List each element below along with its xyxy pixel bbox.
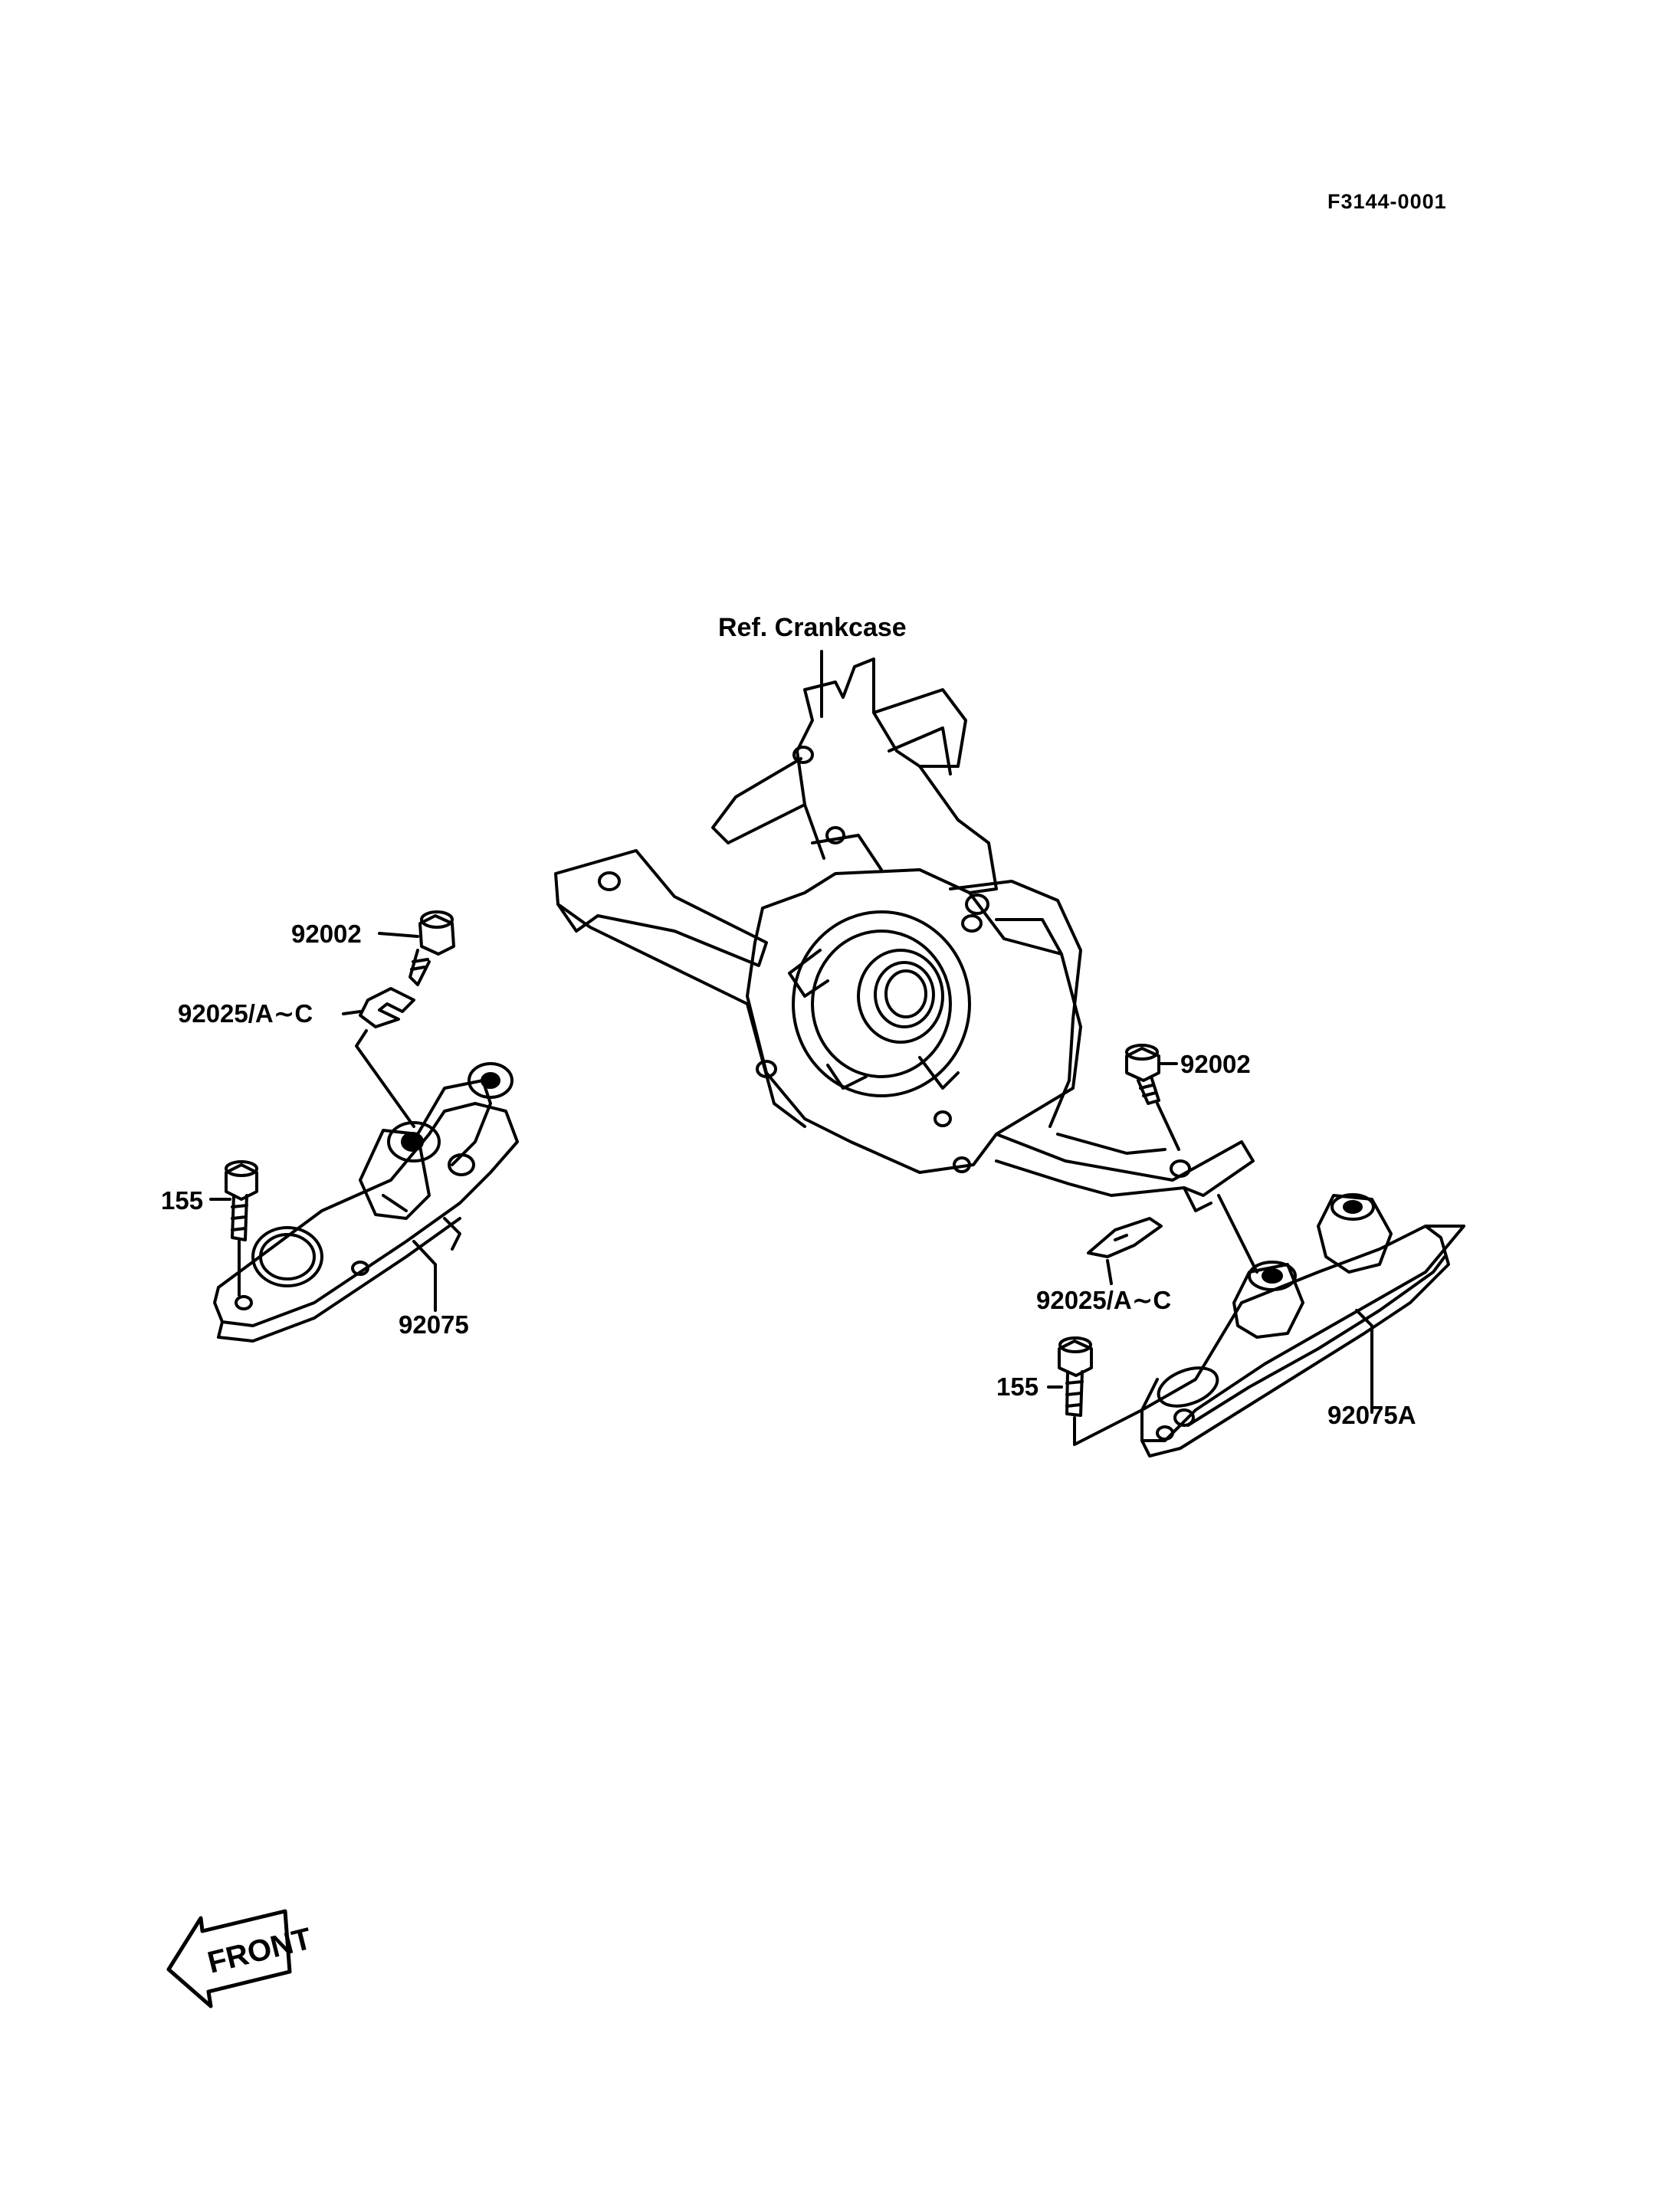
label-right-mount-92075A: 92075A (1327, 1401, 1416, 1429)
label-left-bolt-155: 155 (161, 1186, 204, 1215)
leader-right-155-drop (1073, 1378, 1159, 1446)
leader-right-92075A (1355, 1309, 1373, 1414)
left-stopper-92025-illustration (359, 987, 415, 1028)
leader-left-92002 (378, 932, 419, 938)
label-left-stopper-92025: 92025/A∼C (178, 999, 313, 1028)
label-right-stopper-92025: 92025/A∼C (1036, 1286, 1172, 1314)
leader-right-92002-drop (1156, 1102, 1180, 1151)
label-right-bolt-92002: 92002 (1180, 1050, 1251, 1078)
right-bolt-92002-illustration (1125, 1044, 1160, 1105)
label-right-bolt-155: 155 (996, 1372, 1039, 1401)
leader-right-stopper-to-mount (1217, 1194, 1258, 1274)
left-bolt-155-illustration (225, 1160, 258, 1241)
label-left-bolt-92002: 92002 (291, 920, 362, 948)
leader-left-92025 (342, 1010, 362, 1015)
front-marker-text: FRONT (205, 1922, 315, 1980)
leader-left-92075 (412, 1240, 437, 1312)
figure-code: F3144-0001 (1327, 190, 1447, 213)
leader-left-stopper-to-mount (355, 1029, 415, 1128)
right-bolt-155-illustration (1058, 1336, 1093, 1417)
front-direction-arrow: FRONT (166, 1909, 315, 2008)
label-ref-crankcase: Ref. Crankcase (718, 613, 907, 642)
left-bolt-92002-illustration (409, 910, 455, 986)
leader-right-92025 (1106, 1259, 1113, 1285)
crankcase-illustration (554, 657, 1255, 1212)
label-left-mount-92075: 92075 (399, 1310, 469, 1339)
left-mount-illustration (213, 1062, 519, 1343)
right-stopper-92025-illustration (1087, 1217, 1163, 1258)
